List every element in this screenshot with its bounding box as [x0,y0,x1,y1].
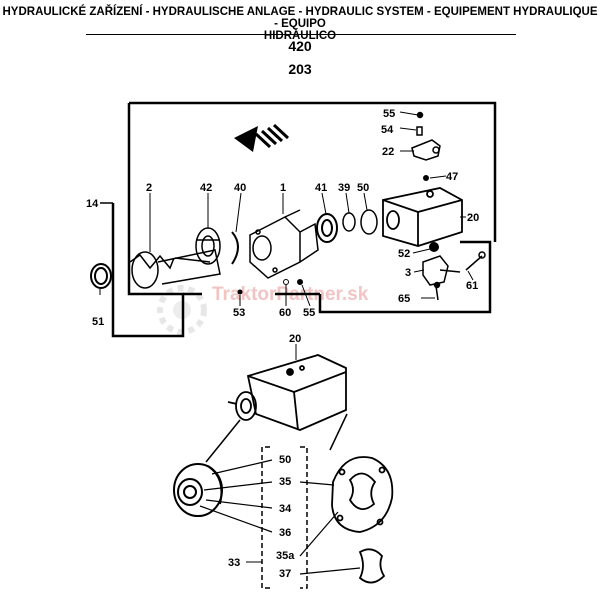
header-title-line-2: HIDRÁULICO [263,30,337,42]
label-20: 20 [467,212,479,224]
leader-lines-top [99,111,474,307]
pump-assembly-bottom [227,354,347,431]
label-41: 41 [315,182,327,194]
label-50-b: 50 [279,454,291,466]
flange-housing-part-1 [249,209,319,279]
bolt-part-61 [465,251,486,271]
o-ring-50 [360,209,378,235]
group-code-bottom: 203 [288,61,312,77]
direction-arrow-icon [234,123,290,152]
label-53: 53 [233,307,245,319]
label-35: 35 [279,476,291,488]
label-35a: 35a [276,550,295,562]
label-61: 61 [466,280,478,292]
nut-part-55 [297,279,303,285]
label-39: 39 [338,182,350,194]
washer-part-60 [283,279,289,285]
label-1: 1 [280,182,286,194]
drive-shaft-part [129,249,221,289]
seal-ring-51 [90,263,112,289]
header-title-line-1: HYDRAULICKÉ ZAŘÍZENÍ - HYDRAULISCHE ANLA… [2,6,598,30]
label-51: 51 [92,316,104,328]
seal-ring-41 [316,213,338,243]
page-header: HYDRAULICKÉ ZAŘÍZENÍ - HYDRAULISCHE ANLA… [0,6,600,42]
label-65: 65 [398,293,410,305]
leader-lines-bottom [199,459,361,575]
label-36: 36 [279,527,291,539]
bearing-part-42 [195,227,221,265]
label-22: 22 [382,146,394,158]
pump-body-part-20 [382,187,463,247]
label-42: 42 [200,182,212,194]
top-assembly-frame [111,101,497,338]
label-55: 55 [383,108,395,120]
label-14: 14 [86,198,99,210]
label-60: 60 [279,307,291,319]
front-cover-part [173,463,223,517]
label-40: 40 [234,182,246,194]
bolt-part-52 [429,242,439,252]
leader-pump-to-gasket [329,413,348,451]
circlip-part-40 [231,231,239,265]
label-2: 2 [146,182,152,194]
label-47: 47 [446,171,458,183]
label-55-b: 55 [303,307,315,319]
label-20-b: 20 [289,333,301,345]
seal-ring-39 [342,212,356,232]
label-54: 54 [381,124,394,136]
label-33: 33 [228,557,240,569]
gasket-part-35 [331,456,394,533]
label-37: 37 [279,568,291,580]
group-code-top: 420 [288,38,312,54]
seal-part-37 [358,548,386,584]
label-52: 52 [398,248,410,260]
leader-pump-to-cover [205,419,241,463]
bracket-part-3 [422,255,461,286]
fitting-parts-22 [411,111,441,161]
header-underline [86,34,516,35]
kit-bracket-33 [261,446,308,589]
label-50: 50 [357,182,369,194]
label-34: 34 [279,503,292,515]
screw-part-47 [423,175,429,181]
screw-part-53 [237,289,243,295]
label-3: 3 [405,267,411,279]
screw-part-65 [433,281,441,301]
